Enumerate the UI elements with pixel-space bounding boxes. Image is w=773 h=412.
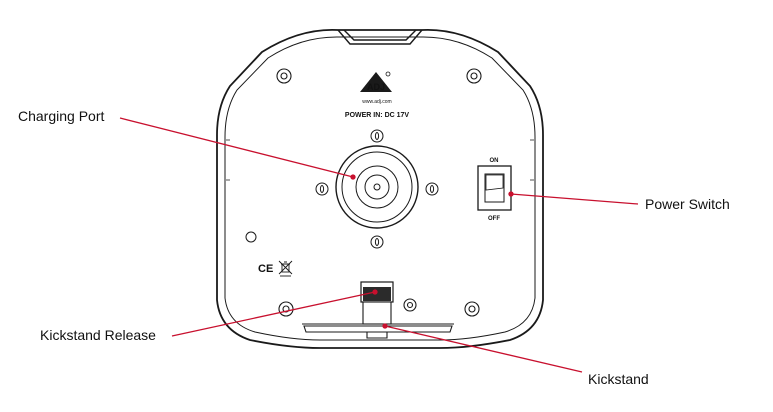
port-screw-bottom (370, 235, 384, 249)
port-screw-left (315, 182, 329, 196)
logo-text: ADJ (367, 82, 385, 92)
screw-mid-bottom (403, 298, 417, 312)
kickstand (302, 323, 454, 339)
corner-screws (276, 68, 482, 317)
kickstand-release (360, 281, 394, 325)
leader-kickstand-release (171, 289, 378, 337)
switch-on-label: ON (490, 158, 499, 164)
ce-mark: CE (258, 263, 273, 275)
screw-top-left (276, 68, 292, 84)
callout-kickstand: Kickstand (588, 371, 649, 387)
vent-hole (245, 231, 257, 243)
adj-logo: ADJ (360, 71, 392, 92)
port-screw-top (370, 129, 384, 143)
website-text: www.adj.com (362, 99, 391, 105)
ce-weee-marks: CE (258, 260, 293, 277)
callout-power-switch: Power Switch (645, 196, 730, 212)
screw-bottom-right (464, 301, 480, 317)
port-screw-right (425, 182, 439, 196)
leader-kickstand (382, 323, 583, 373)
port-screws (315, 129, 439, 249)
leader-lines (119, 117, 639, 373)
screw-top-right (466, 68, 482, 84)
power-in-text: POWER IN: DC 17V (345, 112, 410, 119)
callout-charging-port: Charging Port (18, 108, 105, 124)
switch-off-label: OFF (488, 216, 500, 222)
leader-charging-port (119, 117, 356, 180)
callout-kickstand-release: Kickstand Release (40, 327, 156, 343)
charging-port (335, 145, 419, 229)
device-body (216, 28, 544, 349)
leader-power-switch (508, 191, 639, 205)
power-switch: ON OFF (477, 158, 512, 222)
weee-bin-icon (278, 260, 293, 277)
screw-bottom-left (278, 301, 294, 317)
